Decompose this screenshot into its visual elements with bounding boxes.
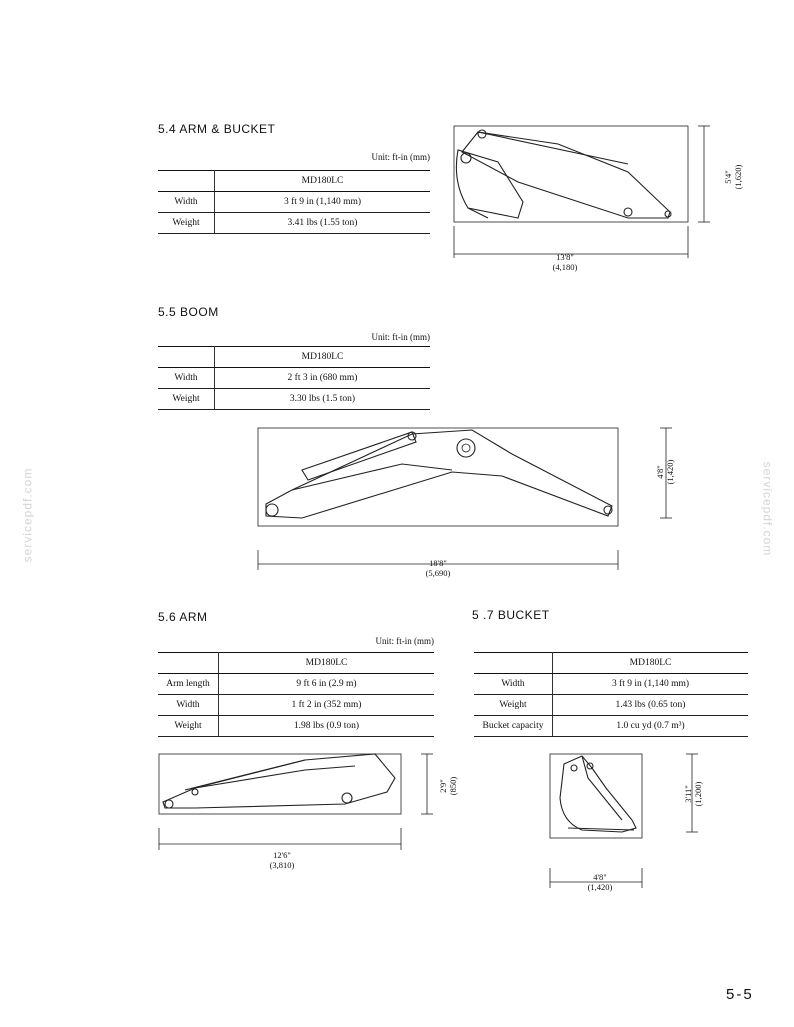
- spec-table-boom: MD180LC Width 2 ft 3 in (680 mm) Weight …: [158, 346, 430, 410]
- unit-label-arm: Unit: ft-in (mm): [375, 636, 435, 646]
- row-value: 3 ft 9 in (1,140 mm): [552, 673, 748, 695]
- dim-value: 2'9": [438, 779, 448, 793]
- row-value: 3.41 lbs (1.55 ton): [214, 212, 430, 234]
- dim-value-mm: (3,810): [269, 860, 295, 870]
- row-label: Width: [474, 673, 553, 695]
- row-value: 1 ft 2 in (352 mm): [218, 694, 434, 716]
- dim-value: 4'8": [593, 872, 607, 882]
- row-label: Width: [158, 694, 219, 716]
- row-value: 1.43 lbs (0.65 ton): [552, 694, 748, 716]
- boom-drawing: [257, 427, 672, 570]
- row-value: 3 ft 9 in (1,140 mm): [214, 191, 430, 213]
- dim-value-mm: (1,620): [733, 164, 743, 190]
- arm-drawing: [158, 753, 433, 850]
- dim-value-mm: (1,420): [587, 882, 613, 892]
- spec-table-arm-bucket: MD180LC Width 3 ft 9 in (1,140 mm) Weigh…: [158, 170, 430, 234]
- arm-bucket-drawing: [453, 125, 710, 258]
- row-label: Weight: [158, 715, 219, 737]
- spec-table-bucket: MD180LC Width 3 ft 9 in (1,140 mm) Weigh…: [474, 652, 748, 737]
- row-value: 1.98 lbs (0.9 ton): [218, 715, 434, 737]
- dim-height-arm-bucket: 5'4" (1,620): [723, 152, 743, 202]
- page-number: 5-5: [726, 986, 754, 1003]
- bucket-drawing: [549, 753, 698, 888]
- model-header: MD180LC: [214, 346, 430, 368]
- section-title-bucket: 5 .7 BUCKET: [472, 608, 550, 622]
- model-header: MD180LC: [218, 652, 434, 674]
- row-label: Weight: [158, 388, 215, 410]
- row-label: Weight: [158, 212, 215, 234]
- dim-length-arm: 12'6" (3,810): [222, 850, 342, 870]
- row-label: Weight: [474, 694, 553, 716]
- row-label: Width: [158, 367, 215, 389]
- row-label: Bucket capacity: [474, 715, 553, 737]
- section-title-arm: 5.6 ARM: [158, 610, 208, 624]
- unit-label-arm-bucket: Unit: ft-in (mm): [371, 152, 431, 162]
- dim-length-arm-bucket: 13'8" (4,180): [505, 252, 625, 272]
- dim-value: 4'8": [655, 465, 665, 479]
- row-label: Arm length: [158, 673, 219, 695]
- unit-label-boom: Unit: ft-in (mm): [371, 332, 431, 342]
- dim-length-bucket: 4'8" (1,420): [560, 872, 640, 892]
- dim-value: 3'11": [683, 785, 693, 803]
- dim-length-boom: 18'8" (5,690): [378, 558, 498, 578]
- dim-value-mm: (1,200): [693, 781, 703, 807]
- watermark-right: servicepdf.com: [760, 461, 775, 557]
- dim-value: 13'8": [556, 252, 574, 262]
- dim-height-arm: 2'9" (850): [438, 761, 458, 811]
- row-label: Width: [158, 191, 215, 213]
- dim-value: 18'8": [429, 558, 447, 568]
- spec-table-arm: MD180LC Arm length 9 ft 6 in (2.9 m) Wid…: [158, 652, 434, 737]
- row-value: 1.0 cu yd (0.7 m³): [552, 715, 748, 737]
- model-header: MD180LC: [214, 170, 430, 192]
- dim-value-mm: (5,690): [425, 568, 451, 578]
- dim-height-bucket: 3'11" (1,200): [683, 769, 703, 819]
- section-title-arm-bucket: 5.4 ARM & BUCKET: [158, 122, 276, 136]
- row-value: 2 ft 3 in (680 mm): [214, 367, 430, 389]
- row-value: 9 ft 6 in (2.9 m): [218, 673, 434, 695]
- dim-height-boom: 4'8" (1,420): [655, 447, 675, 497]
- dim-value-mm: (4,180): [552, 262, 578, 272]
- row-value: 3.30 lbs (1.5 ton): [214, 388, 430, 410]
- model-header: MD180LC: [552, 652, 748, 674]
- dim-value-mm: (1,420): [665, 459, 675, 485]
- dim-value: 5'4": [723, 170, 733, 184]
- watermark-left: servicepdf.com: [20, 467, 35, 563]
- section-title-boom: 5.5 BOOM: [158, 305, 219, 319]
- dim-value-mm: (850): [448, 776, 458, 796]
- dim-value: 12'6": [273, 850, 291, 860]
